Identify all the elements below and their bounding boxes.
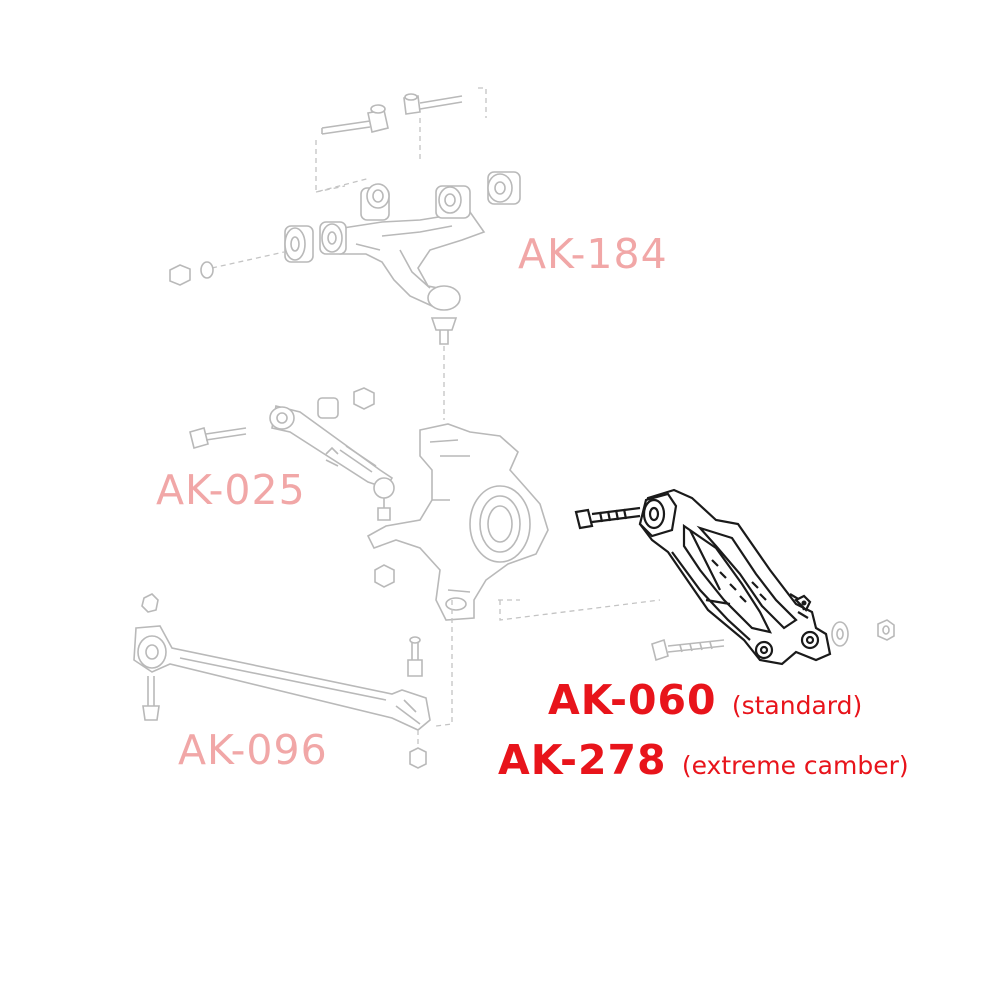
label-ak-278-row: AK-278 (extreme camber) — [498, 740, 909, 781]
trailing-nut-bottom — [409, 747, 427, 769]
upper-ball-joint — [427, 285, 461, 345]
label-ak-278: AK-278 — [498, 736, 667, 784]
lower-control-arm-group — [574, 488, 832, 666]
trailing-bolt-left — [142, 676, 160, 721]
label-ak-060-row: AK-060 (standard) — [548, 680, 862, 721]
knuckle-group — [366, 423, 661, 621]
lower-arm-hole-b — [800, 630, 820, 650]
lower-arm-bolt — [574, 506, 641, 530]
lower-arm-hardware — [651, 619, 895, 662]
upper-bushing-e — [319, 221, 347, 255]
upper-bushing-a — [360, 183, 390, 221]
label-ak-096: AK-096 — [178, 726, 328, 774]
label-ak-060-note: (standard) — [731, 691, 863, 720]
upper-bolt-left — [321, 104, 389, 135]
label-ak-060: AK-060 — [548, 676, 717, 724]
toe-bushing — [317, 397, 339, 419]
lower-nut — [877, 619, 895, 641]
lower-arm-bushing — [638, 492, 678, 538]
toe-arm-group — [189, 387, 395, 521]
upper-bushing-d — [284, 225, 314, 263]
toe-ball-joint — [373, 477, 395, 521]
knuckle-nut — [374, 564, 395, 588]
label-ak-278-note: (extreme camber) — [681, 751, 909, 780]
upper-bushing-b — [435, 185, 471, 219]
upper-nut — [169, 264, 191, 286]
upper-washer — [200, 261, 214, 279]
upper-bolt-right — [403, 93, 463, 115]
lower-bolt-faded — [651, 638, 725, 662]
upper-control-arm-group — [169, 87, 521, 420]
toe-nut-top — [353, 387, 375, 410]
trailing-bolt-right — [407, 636, 423, 677]
trailing-nut — [141, 593, 159, 613]
lower-arm-hole-a — [754, 640, 774, 660]
trailing-link-group — [133, 593, 453, 769]
toe-bolt — [189, 427, 247, 449]
upper-bushing-c — [487, 171, 521, 205]
label-ak-184: AK-184 — [518, 230, 668, 278]
lower-washer — [831, 621, 849, 647]
label-ak-025: AK-025 — [156, 466, 306, 514]
